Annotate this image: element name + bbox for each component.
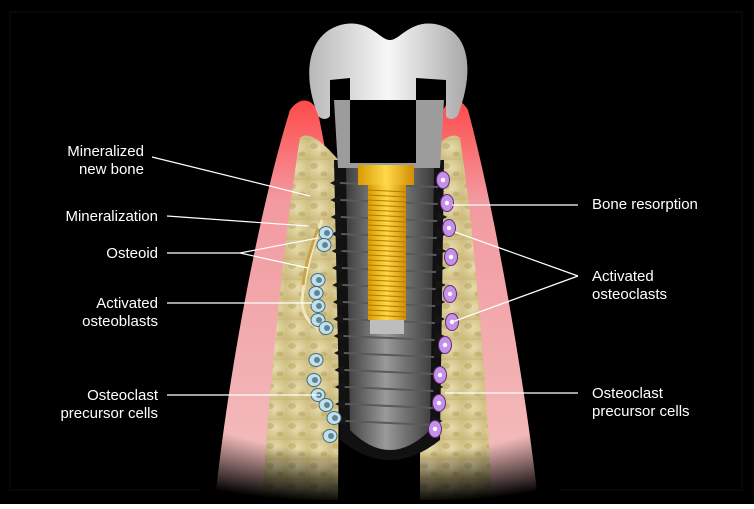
label-activated-osteoclasts: Activated osteoclasts bbox=[592, 268, 667, 304]
osteoblast-cell bbox=[311, 300, 325, 313]
label-mineralization: Mineralization bbox=[65, 208, 158, 226]
osteoclast-cell bbox=[439, 337, 452, 354]
label-osteoid: Osteoid bbox=[106, 245, 158, 263]
osteoclast-cell bbox=[434, 367, 447, 384]
label-line: Bone resorption bbox=[592, 196, 698, 214]
osteoblast-cell bbox=[319, 227, 333, 240]
osteoblast-cell bbox=[311, 274, 325, 287]
osteoclast-cell bbox=[443, 220, 456, 237]
osteoblast-cell bbox=[327, 412, 341, 425]
osteoclast-cell bbox=[444, 286, 457, 303]
label-line: new bone bbox=[67, 161, 144, 179]
label-mineralized-new-bone: Mineralized new bone bbox=[67, 143, 144, 179]
label-line: Osteoid bbox=[106, 245, 158, 263]
osteoclast-cell bbox=[445, 249, 458, 266]
label-line: Activated bbox=[82, 295, 158, 313]
osteoblast-cell bbox=[317, 239, 331, 252]
osteoclast-cell bbox=[437, 172, 450, 189]
label-line: precursor cells bbox=[60, 405, 158, 423]
label-line: osteoclasts bbox=[592, 286, 667, 304]
label-osteoclast-precursor-right: Osteoclast precursor cells bbox=[592, 385, 690, 421]
osteoclast-cell bbox=[441, 195, 454, 212]
screw-tip bbox=[370, 320, 404, 334]
osteoblast-cell bbox=[309, 287, 323, 300]
label-osteoclast-precursor-left: Osteoclast precursor cells bbox=[60, 387, 158, 423]
osteoclast-cell bbox=[433, 395, 446, 412]
osteoblast-cell bbox=[323, 430, 337, 443]
label-line: Mineralized bbox=[67, 143, 144, 161]
screw-head bbox=[358, 165, 414, 185]
label-line: Activated bbox=[592, 268, 667, 286]
osteoblast-cell bbox=[307, 374, 321, 387]
label-line: Osteoclast bbox=[592, 385, 690, 403]
osteoblast-cell bbox=[319, 399, 333, 412]
label-activated-osteoblasts: Activated osteoblasts bbox=[82, 295, 158, 331]
osteoblast-cell bbox=[319, 322, 333, 335]
label-line: Osteoclast bbox=[60, 387, 158, 405]
label-bone-resorption: Bone resorption bbox=[592, 196, 698, 214]
osteoblast-cell bbox=[309, 354, 323, 367]
osteoclast-cell bbox=[429, 421, 442, 438]
label-line: precursor cells bbox=[592, 403, 690, 421]
label-line: Mineralization bbox=[65, 208, 158, 226]
label-line: osteoblasts bbox=[82, 313, 158, 331]
